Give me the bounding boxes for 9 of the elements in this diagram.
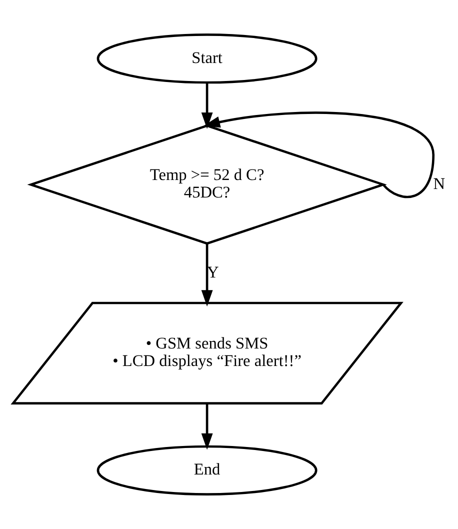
arrow [201, 83, 213, 129]
edge-label: Y [206, 262, 219, 282]
node-ellipse: End [96, 445, 318, 496]
arrow [201, 403, 213, 450]
edge-label: N [433, 174, 446, 193]
node-ellipse: Start [96, 33, 318, 84]
node-diamond: Temp >= 52 d C? 45DC? [27, 124, 387, 245]
arrow [201, 244, 213, 306]
arrow [204, 112, 435, 198]
